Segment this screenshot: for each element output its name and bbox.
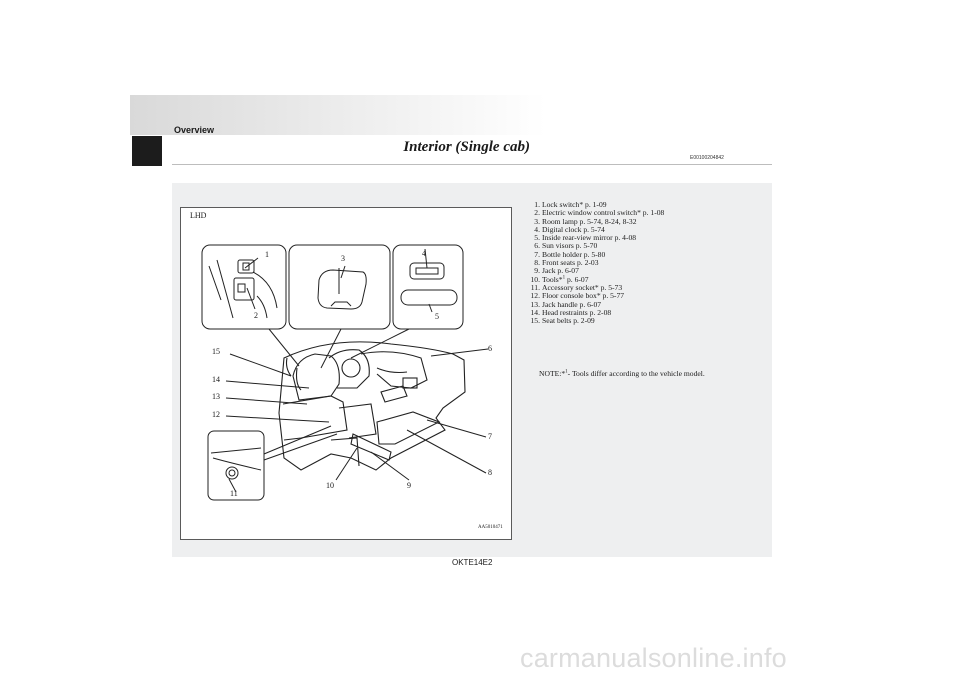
door-switch-inset — [201, 244, 287, 330]
component-list: 1.Lock switch* p. 1-09 2.Electric window… — [510, 200, 665, 326]
callout-13: 13 — [212, 392, 220, 401]
footer-code: OKTE14E2 — [452, 558, 493, 567]
list-item: 9.Jack p. 6-07 — [534, 266, 579, 276]
document-code: E00100204842 — [690, 155, 724, 161]
watermark-text: carmanualsonline.info — [520, 643, 787, 673]
page-title: Interior (Single cab) — [403, 139, 530, 155]
callout-4: 4 — [422, 249, 426, 258]
list-item: 4.Digital clock p. 5-74 — [534, 224, 605, 234]
cabin-outline — [278, 341, 466, 471]
list-item: 7.Bottle holder p. 5-80 — [534, 249, 606, 259]
list-item: 10.Tools*1 p. 6-07 — [530, 274, 589, 284]
tools-note: NOTE:*1- Tools differ according to the v… — [539, 369, 705, 378]
callout-11: 11 — [230, 489, 238, 498]
callout-15: 15 — [212, 347, 220, 356]
callout-12: 12 — [212, 410, 220, 419]
list-item: 11.Accessory socket* p. 5-73 — [530, 282, 623, 292]
accessory-socket-inset — [207, 430, 265, 501]
mirror-inset — [392, 244, 464, 330]
callout-7: 7 — [488, 432, 492, 441]
room-lamp-inset — [288, 244, 391, 330]
callout-6: 6 — [488, 344, 492, 353]
callout-3: 3 — [341, 254, 345, 263]
title-divider — [172, 164, 772, 165]
list-item: 15.Seat belts p. 2-09 — [530, 316, 595, 326]
callout-10: 10 — [326, 481, 334, 490]
list-item: 5.Inside rear-view mirror p. 4-08 — [534, 233, 637, 243]
callout-14: 14 — [212, 375, 220, 384]
interior-illustration — [180, 207, 512, 540]
list-item: 3.Room lamp p. 5-74, 8-24, 8-32 — [534, 216, 637, 226]
callout-5: 5 — [435, 312, 439, 321]
list-item: 14.Head restraints p. 2-08 — [530, 307, 612, 317]
list-item: 12.Floor console box* p. 5-77 — [530, 291, 625, 301]
list-item: 1.Lock switch* p. 1-09 — [534, 200, 607, 209]
section-marker — [132, 136, 162, 166]
callout-9: 9 — [407, 481, 411, 490]
list-item: 6.Sun visors p. 5-70 — [534, 241, 598, 251]
figure-code: AA5010471 — [478, 525, 503, 530]
list-item: 8.Front seats p. 2-03 — [534, 258, 599, 268]
callout-2: 2 — [254, 311, 258, 320]
header-band — [130, 95, 546, 135]
figure-variant-label: LHD — [190, 211, 207, 220]
callout-1: 1 — [265, 250, 269, 259]
callout-8: 8 — [488, 468, 492, 477]
interior-drawing — [201, 244, 489, 501]
list-item: 13.Jack handle p. 6-07 — [530, 299, 602, 309]
section-label: Overview — [174, 125, 215, 135]
list-item: 2.Electric window control switch* p. 1-0… — [534, 208, 665, 218]
